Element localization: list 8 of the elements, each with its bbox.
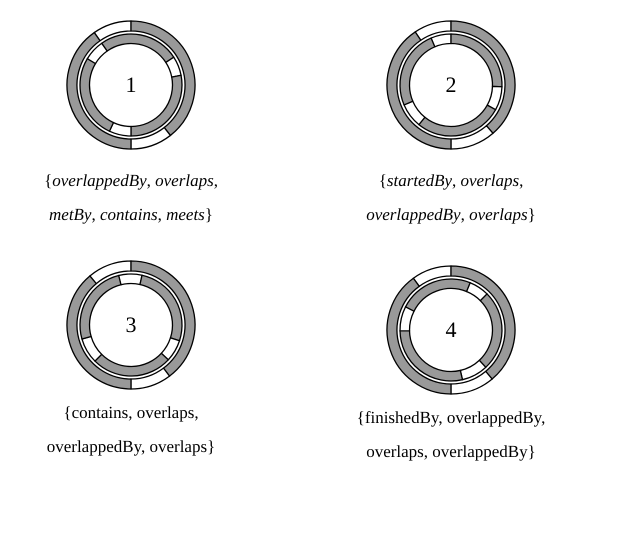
ring-number: 1: [124, 73, 138, 97]
ring-number: 2: [444, 73, 458, 97]
relation-set-caption: {contains, overlaps, overlappedBy, overlaps}: [46, 402, 216, 458]
ring-number: 4: [444, 318, 458, 342]
relation-set-caption: {startedBy, overlaps, overlappedBy, overlaps}: [365, 170, 537, 226]
ring-number: 3: [124, 313, 138, 337]
relation-set-caption: {finishedBy, overlappedBy, overlaps, overlappedBy}: [356, 407, 546, 463]
relation-set-caption: {overlappedBy, overlaps, metBy, contains, meets}: [43, 170, 219, 226]
